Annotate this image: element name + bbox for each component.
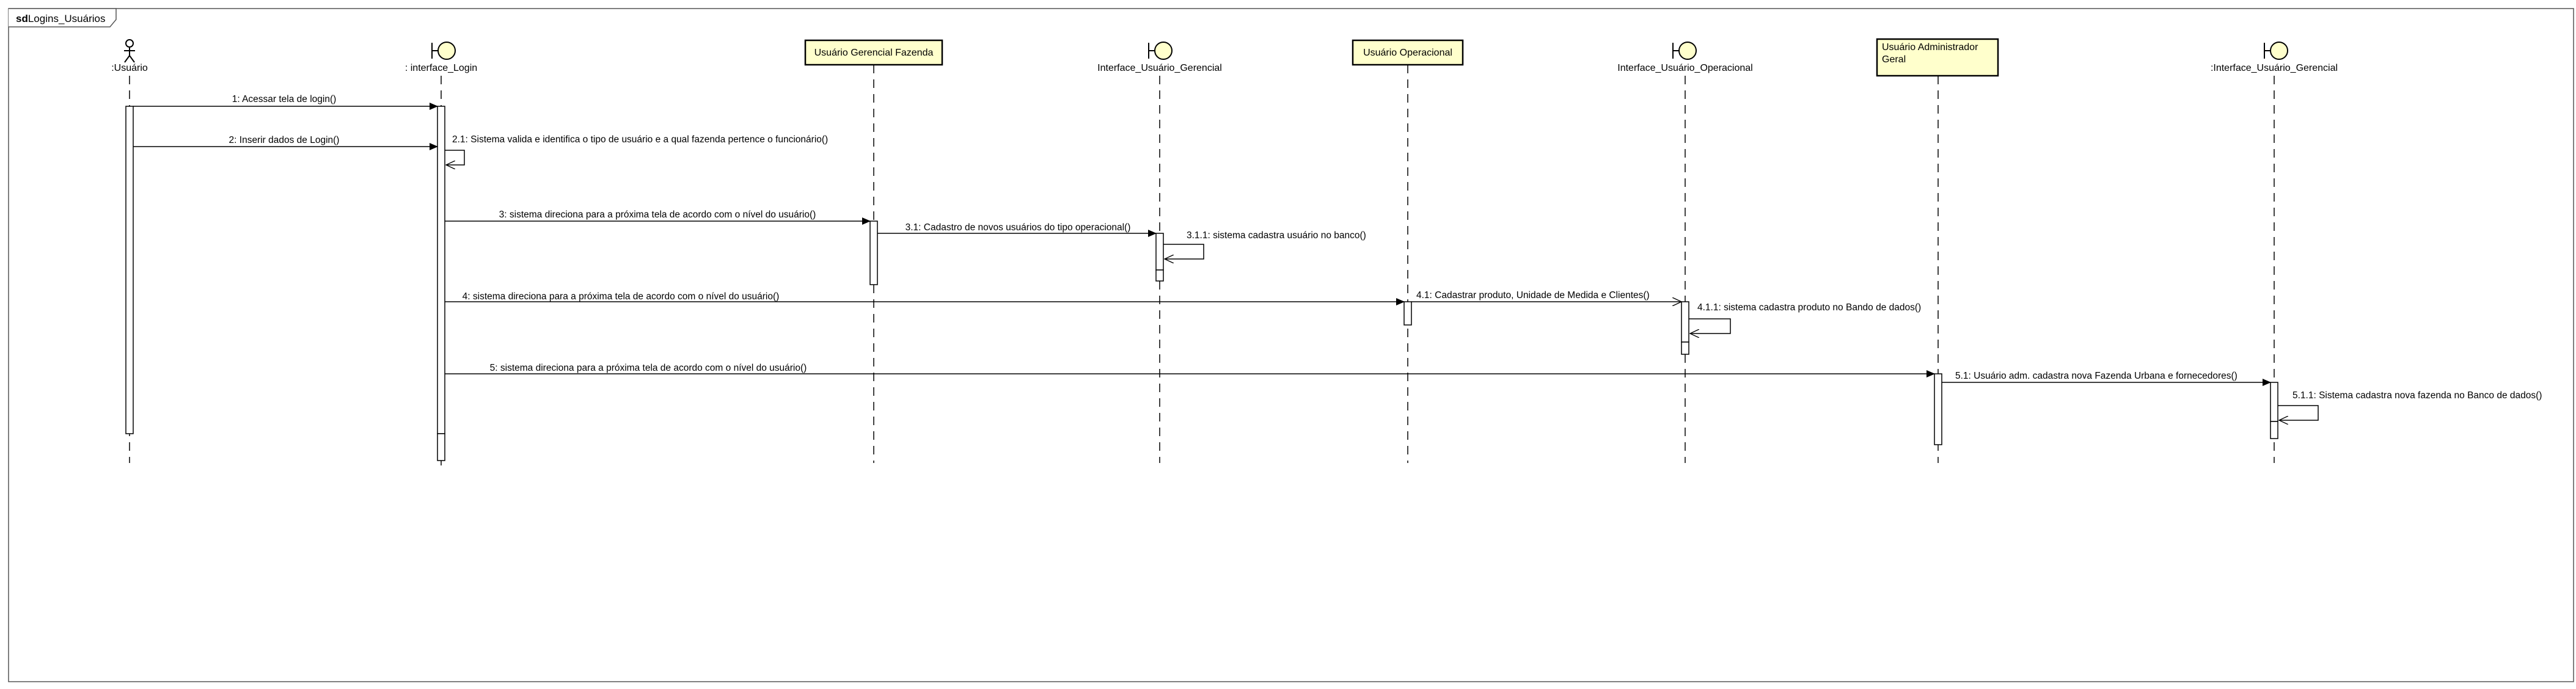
activation-ger-fazenda xyxy=(869,221,878,285)
activation-iface-ger-1-a xyxy=(1155,233,1164,271)
boundary-icon xyxy=(1672,42,1697,60)
message-label-m51: 5.1: Usuário adm. cadastra nova Fazenda … xyxy=(1955,371,2238,381)
message-label-m311: 3.1.1: sistema cadastra usuário no banco… xyxy=(1187,230,1366,241)
activation-iface-ger-2-a xyxy=(2270,382,2278,422)
activation-interface-login-2 xyxy=(437,433,445,461)
message-arrow-m21[interactable] xyxy=(445,150,465,165)
lifeline-box-operacional xyxy=(1352,39,1464,66)
lifeline-head-admin-geral[interactable]: Usuário Administrador Geral xyxy=(1876,38,1999,77)
lifeline-label-ger-fazenda: Usuário Gerencial Fazenda xyxy=(814,48,934,58)
activation-iface-ger-2-b xyxy=(2270,421,2278,439)
lifeline-label-interface-login: : interface_Login xyxy=(405,63,477,73)
activation-iface-oper-b xyxy=(1681,341,1689,355)
message-label-m5: 5: sistema direciona para a próxima tela… xyxy=(490,363,807,373)
message-label-m3: 3: sistema direciona para a próxima tela… xyxy=(499,210,816,220)
activation-iface-ger-1-b xyxy=(1155,269,1164,282)
lifeline-head-ger-fazenda[interactable]: Usuário Gerencial Fazenda xyxy=(804,39,943,66)
boundary-icon xyxy=(1148,42,1173,60)
lifeline-head-interface-login[interactable]: : interface_Login xyxy=(405,42,477,73)
lifeline-head-operacional[interactable]: Usuário Operacional xyxy=(1352,39,1464,66)
lifeline-label-iface-ger-1: Interface_Usuário_Gerencial xyxy=(1097,63,1222,73)
message-label-m1: 1: Acessar tela de login() xyxy=(232,94,337,104)
message-label-m4: 4: sistema direciona para a próxima tela… xyxy=(463,291,780,302)
actor-icon xyxy=(124,39,135,63)
lifeline-label-usuario: :Usuário xyxy=(111,63,148,73)
lifeline-head-iface-ger-1[interactable]: Interface_Usuário_Gerencial xyxy=(1097,42,1222,73)
activation-operacional xyxy=(1403,301,1412,326)
message-label-m31: 3.1: Cadastro de novos usuários do tipo … xyxy=(906,222,1131,233)
activation-admin-geral xyxy=(1934,373,1942,445)
message-label-m2: 2: Inserir dados de Login() xyxy=(229,135,340,145)
frame-tab xyxy=(9,8,117,27)
boundary-icon xyxy=(431,42,456,60)
lifeline-label-iface-oper: Interface_Usuário_Operacional xyxy=(1617,63,1752,73)
lifeline-box-ger-fazenda xyxy=(804,39,943,66)
message-label-m411: 4.1.1: sistema cadastra produto no Bando… xyxy=(1697,302,1921,313)
lifeline-box-admin-geral xyxy=(1876,38,1999,77)
boundary-icon xyxy=(2264,42,2288,60)
message-arrow-m411[interactable] xyxy=(1689,318,1731,334)
activation-iface-oper-a xyxy=(1681,301,1689,343)
message-label-m21: 2.1: Sistema valida e identifica o tipo … xyxy=(452,134,828,145)
message-arrow-m311[interactable] xyxy=(1163,244,1204,259)
message-label-m41: 4.1: Cadastrar produto, Unidade de Medid… xyxy=(1416,290,1650,301)
frame-title: sdLogins_Usuários xyxy=(16,13,105,24)
lifeline-label-wrapper-admin-geral: Usuário Administrador Geral xyxy=(1882,42,1978,65)
lifeline-head-iface-ger-2[interactable]: :Interface_Usuário_Gerencial xyxy=(2211,42,2338,73)
activation-interface-login-1 xyxy=(437,106,445,434)
message-label-m511: 5.1.1: Sistema cadastra nova fazenda no … xyxy=(2292,390,2542,401)
message-arrow-m511[interactable] xyxy=(2278,405,2319,420)
lifeline-label-operacional: Usuário Operacional xyxy=(1363,48,1452,58)
activation-usuario xyxy=(125,106,134,434)
frame-border xyxy=(8,8,2574,682)
lifeline-head-iface-oper[interactable]: Interface_Usuário_Operacional xyxy=(1617,42,1753,73)
lifeline-label-admin-geral: Usuário Administrador Geral xyxy=(1882,42,1978,65)
lifeline-label-iface-ger-2: :Interface_Usuário_Gerencial xyxy=(2211,63,2338,73)
lifeline-head-usuario[interactable]: :Usuário xyxy=(111,39,148,73)
